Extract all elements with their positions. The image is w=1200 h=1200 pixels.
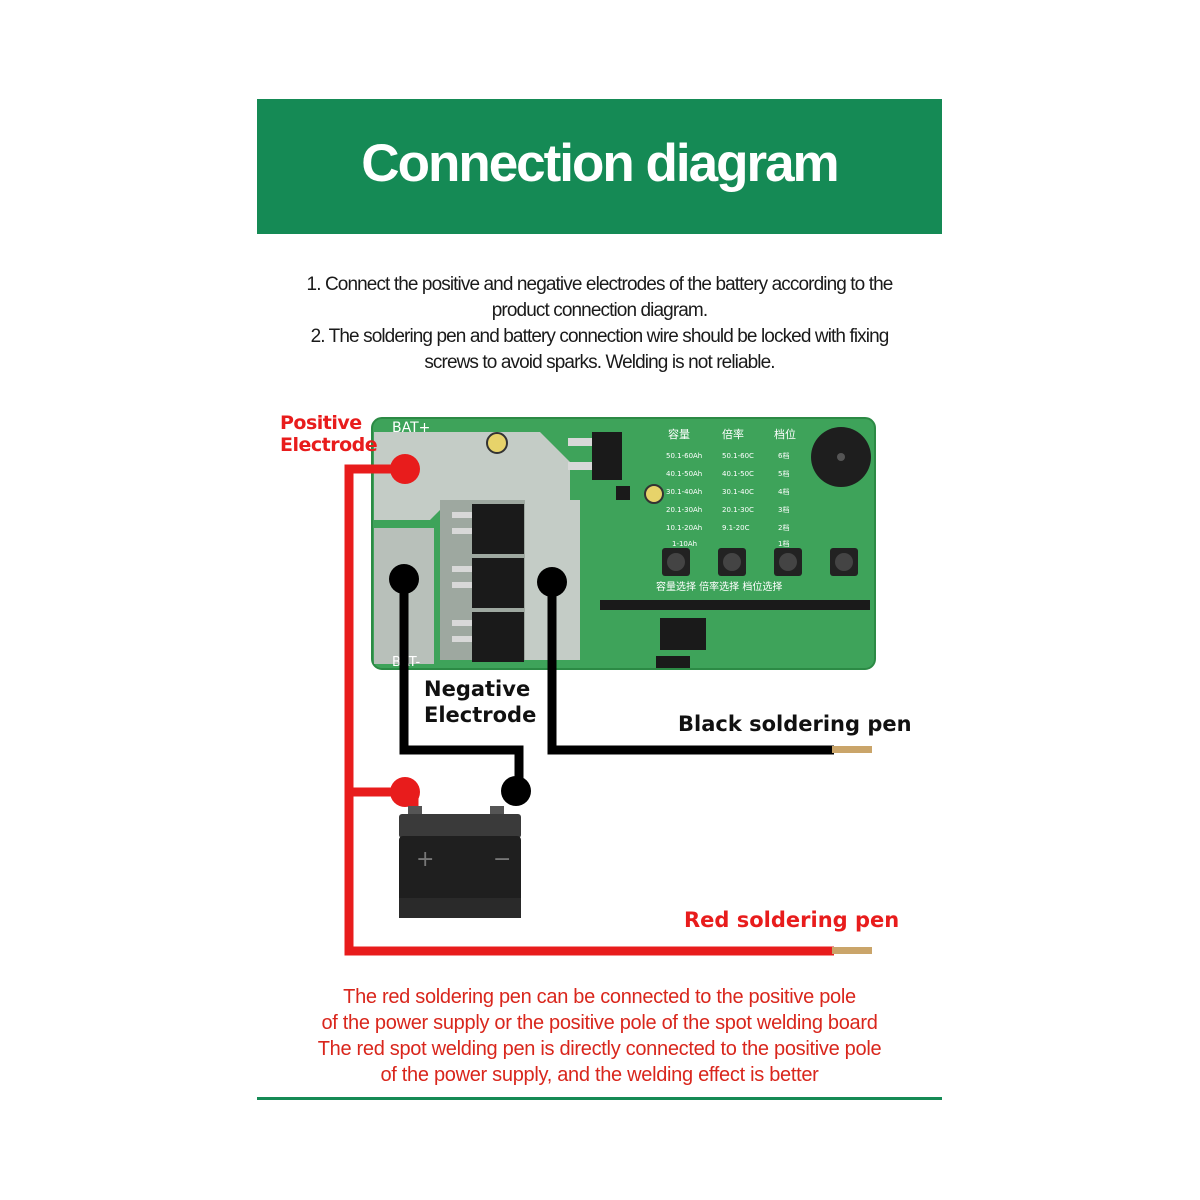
- battery-plus-sign: +: [416, 847, 434, 872]
- pcb-board: BAT+ BAT- 容量 倍率 档位 50.1-60Ah 40.1-50Ah 3…: [371, 417, 876, 670]
- battery-minus-sign: −: [493, 847, 511, 872]
- title-banner: Connection diagram: [257, 99, 942, 234]
- capacity-rows: 50.1-60Ah 40.1-50Ah 30.1-40Ah 20.1-30Ah …: [666, 452, 702, 548]
- footer-line-1: The red soldering pen can be connected t…: [343, 986, 856, 1008]
- instruction-line-1: 1. Connect the positive and negative ele…: [306, 274, 894, 295]
- rate-rows: 50.1-60C 40.1-50C 30.1-40C 20.1-30C 9.1-…: [722, 452, 754, 532]
- instructions: 1. Connect the positive and negative ele…: [257, 272, 942, 376]
- red-pen-tip: [832, 947, 872, 954]
- bottom-divider: [257, 1097, 942, 1100]
- capacity-column-label: 容量: [668, 427, 690, 441]
- red-soldering-pen-label: Red soldering pen: [684, 908, 899, 932]
- rate-row: 30.1-40C: [722, 488, 754, 496]
- black-wire: [399, 579, 834, 791]
- page-title: Connection diagram: [361, 134, 839, 193]
- rate-row: 40.1-50C: [722, 470, 754, 478]
- gear-row: 5档: [778, 469, 789, 478]
- footer-line-3: The red spot welding pen is directly con…: [317, 1038, 882, 1060]
- instruction-line-2: product connection diagram.: [491, 300, 708, 321]
- battery-negative-dot: [501, 776, 531, 806]
- black-pen-tip: [832, 746, 872, 753]
- rate-row: 50.1-60C: [722, 452, 754, 460]
- capacity-row: 30.1-40Ah: [666, 488, 702, 496]
- black-pen-board-dot: [537, 567, 567, 597]
- negative-electrode-label-line2: Electrode: [424, 703, 536, 727]
- black-soldering-pen-label: Black soldering pen: [678, 712, 912, 736]
- battery-positive-dot: [390, 777, 420, 807]
- capacity-row: 40.1-50Ah: [666, 470, 702, 478]
- capacity-row: 1-10Ah: [672, 540, 697, 548]
- capacity-row: 20.1-30Ah: [666, 506, 702, 514]
- gear-row: 6档: [778, 451, 789, 460]
- gear-row: 4档: [778, 487, 789, 496]
- button-labels: 容量选择 倍率选择 档位选择: [656, 580, 782, 593]
- gear-rows: 6档 5档 4档 3档 2档 1档: [778, 451, 789, 548]
- negative-electrode-dot: [389, 564, 419, 594]
- positive-electrode-label-line1: Positive: [280, 412, 362, 434]
- gear-row: 3档: [778, 505, 789, 514]
- instruction-line-4: screws to avoid sparks. Welding is not r…: [424, 352, 775, 373]
- footer-line-4: of the power supply, and the welding eff…: [380, 1064, 819, 1086]
- rate-column-label: 倍率: [722, 427, 744, 441]
- negative-electrode-label-line1: Negative: [424, 677, 530, 701]
- gear-column-label: 档位: [774, 427, 796, 441]
- gear-row: 1档: [778, 539, 789, 548]
- bat-plus-label: BAT+: [392, 420, 430, 436]
- capacity-row: 50.1-60Ah: [666, 452, 702, 460]
- positive-electrode-label-line2: Electrode: [280, 434, 377, 456]
- rate-row: 20.1-30C: [722, 506, 754, 514]
- capacity-row: 10.1-20Ah: [666, 524, 702, 532]
- gear-row: 2档: [778, 523, 789, 532]
- footer-note: The red soldering pen can be connected t…: [257, 984, 942, 1088]
- rate-row: 9.1-20C: [722, 524, 750, 532]
- footer-line-2: of the power supply or the positive pole…: [321, 1012, 878, 1034]
- positive-electrode-dot: [390, 454, 420, 484]
- battery-icon: + −: [399, 806, 521, 918]
- instruction-line-3: 2. The soldering pen and battery connect…: [310, 326, 890, 347]
